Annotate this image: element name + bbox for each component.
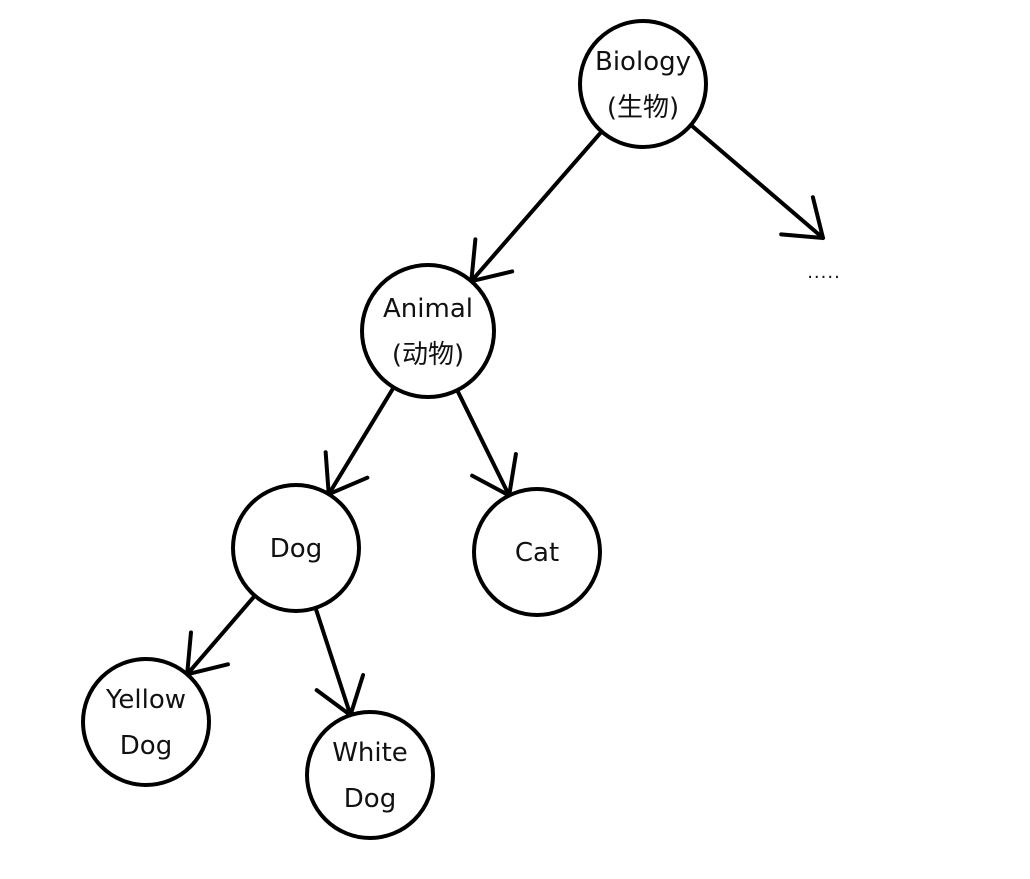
node-label-line: Animal bbox=[383, 294, 473, 324]
arrowhead-icon bbox=[779, 195, 825, 240]
edge-biology-to-animal bbox=[469, 129, 604, 284]
node-label-line: Dog bbox=[270, 534, 322, 564]
node-cat: Cat bbox=[472, 487, 602, 617]
edge-biology-to-more bbox=[688, 122, 825, 240]
node-animal: Animal (动物) bbox=[360, 263, 496, 399]
node-label-line: Dog bbox=[344, 784, 396, 814]
edge-animal-to-cat bbox=[455, 388, 512, 498]
node-label-line: (动物) bbox=[392, 340, 464, 370]
node-label-line: Cat bbox=[515, 538, 559, 568]
node-label-line: (生物) bbox=[607, 93, 679, 123]
edge-dog-to-white-dog bbox=[313, 605, 353, 718]
node-circle bbox=[360, 263, 496, 399]
node-dog: Dog bbox=[231, 483, 361, 613]
node-circle bbox=[472, 487, 602, 617]
node-biology: Biology (生物) bbox=[578, 19, 708, 149]
node-circle bbox=[305, 710, 435, 840]
node-label-line: Yellow bbox=[105, 685, 186, 715]
node-label-line: Dog bbox=[120, 731, 172, 761]
edge-animal-to-dog bbox=[326, 385, 396, 497]
node-circle bbox=[231, 483, 361, 613]
node-label-line: Biology bbox=[595, 47, 691, 77]
arrowhead-icon bbox=[470, 452, 518, 498]
edge-dog-to-yellow-dog bbox=[185, 593, 257, 677]
more-branches-ellipsis: ····· bbox=[807, 267, 841, 288]
node-circle bbox=[81, 657, 211, 787]
node-label-line: White bbox=[332, 738, 408, 768]
node-circle bbox=[578, 19, 708, 149]
edges-layer bbox=[185, 122, 825, 718]
